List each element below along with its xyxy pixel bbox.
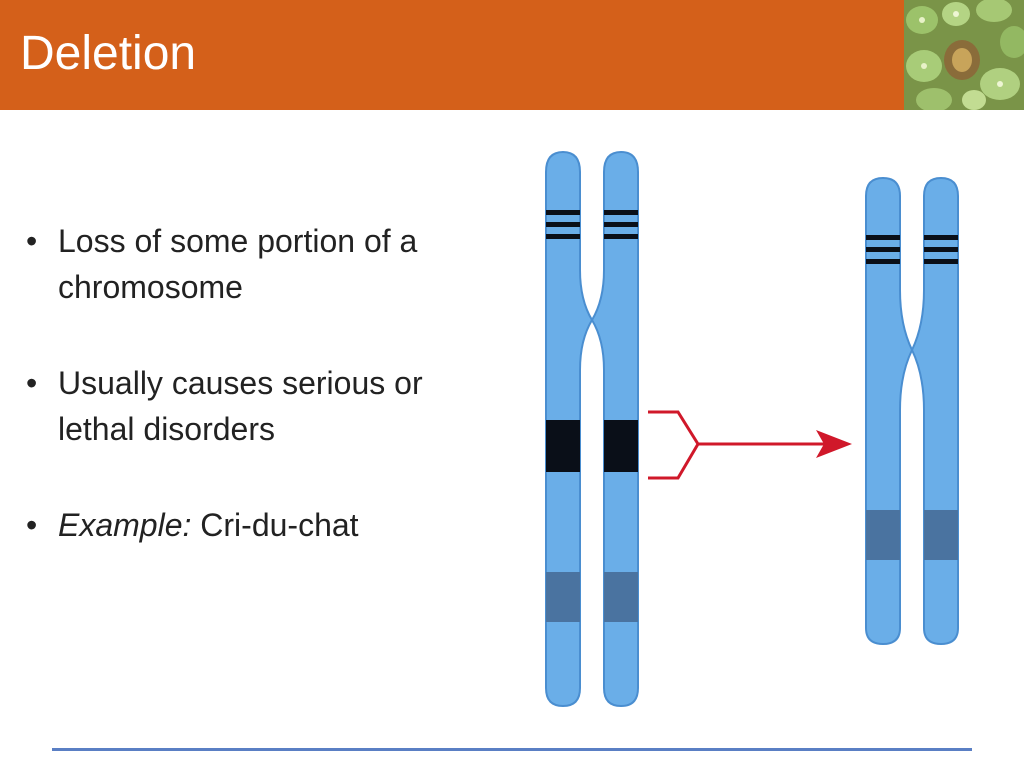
- dark-band: [924, 247, 958, 252]
- dark-band: [604, 222, 638, 227]
- dark-band: [546, 210, 580, 215]
- dark-band: [924, 259, 958, 264]
- bullet-text: Loss of some portion of a chromosome: [58, 223, 418, 305]
- pale-band: [546, 572, 580, 622]
- original-chromosome: [545, 150, 639, 708]
- pale-band: [604, 572, 638, 622]
- deleted-segment: [546, 420, 580, 472]
- dark-band: [546, 222, 580, 227]
- bullet-text: Cri-du-chat: [191, 507, 359, 543]
- red-bracket-arrow-icon: [648, 410, 852, 480]
- pale-band: [924, 510, 958, 560]
- dark-band: [866, 259, 900, 264]
- deleted-segment: [604, 420, 638, 472]
- bullet-list: Loss of some portion of a chromosome Usu…: [22, 218, 492, 598]
- bullet-item: Loss of some portion of a chromosome: [22, 218, 492, 310]
- dark-band: [604, 210, 638, 215]
- slide-title: Deletion: [20, 27, 197, 80]
- footer-rule: [52, 748, 972, 751]
- bullet-text: Usually causes serious or lethal disorde…: [58, 365, 423, 447]
- succulent-plant-photo: [904, 0, 1024, 110]
- dark-band: [546, 234, 580, 239]
- dark-band: [866, 247, 900, 252]
- dark-band: [604, 234, 638, 239]
- bullet-item: Example: Cri-du-chat: [22, 502, 492, 548]
- dark-band: [924, 235, 958, 240]
- title-bar: Deletion: [0, 0, 904, 110]
- bullet-label: Example:: [58, 507, 192, 543]
- dark-band: [866, 235, 900, 240]
- deletion-diagram: [545, 150, 959, 708]
- deleted-chromosome: [865, 176, 959, 646]
- pale-band: [866, 510, 900, 560]
- bullet-item: Usually causes serious or lethal disorde…: [22, 360, 492, 452]
